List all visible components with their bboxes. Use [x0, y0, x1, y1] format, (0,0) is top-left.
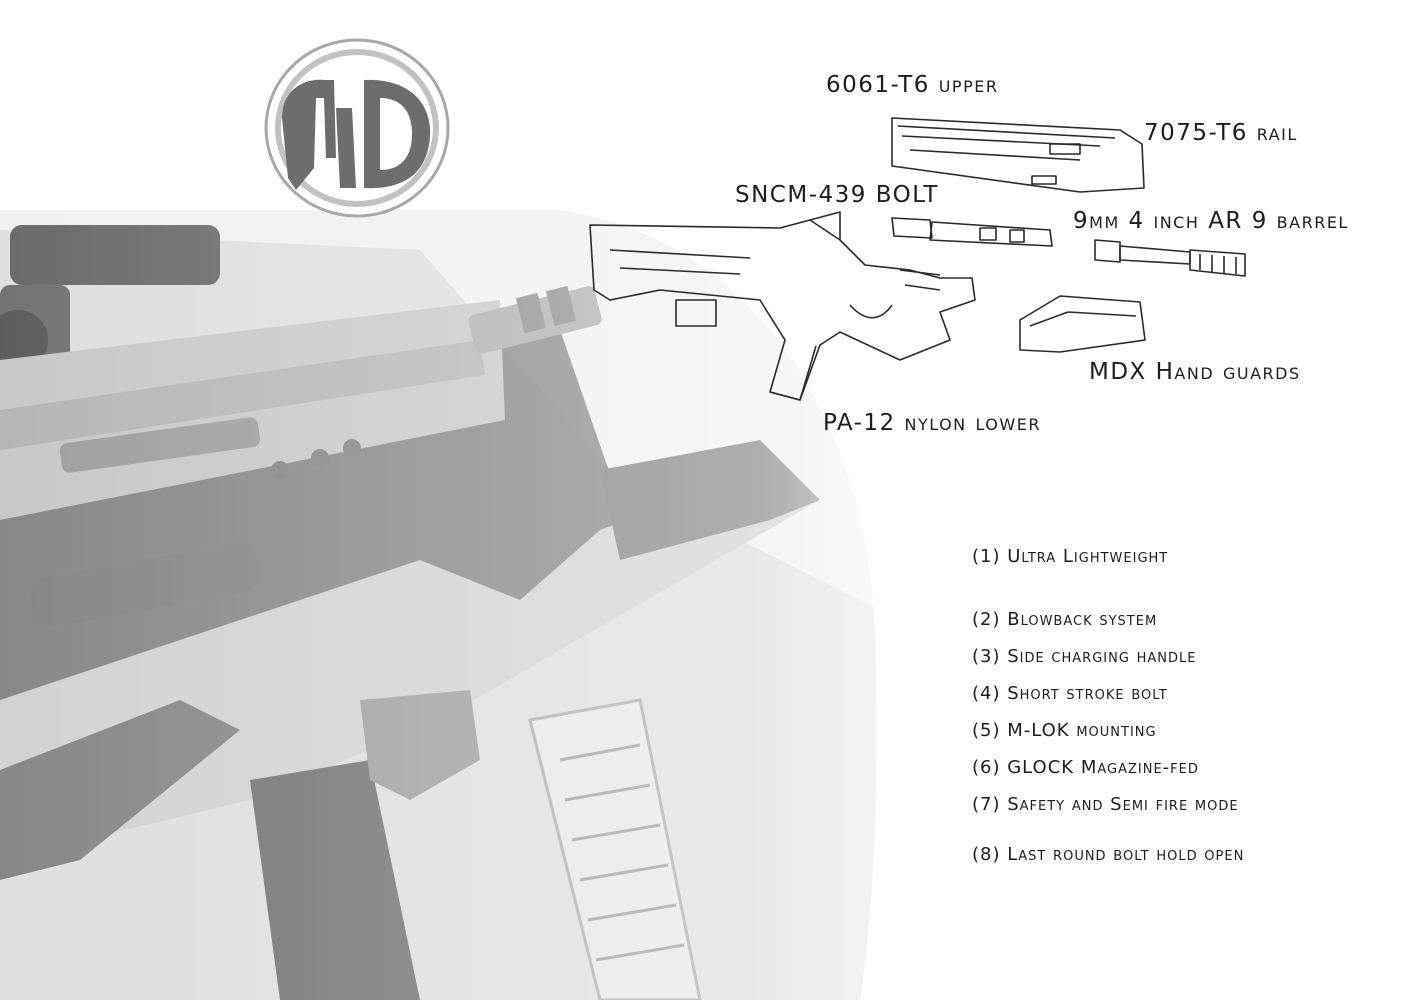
feature-item: (1) Ultra Lightweight	[972, 546, 1169, 567]
label-lower: PA-12 nylon lower	[823, 410, 1041, 436]
feature-item: (4) Short stroke bolt	[972, 683, 1168, 704]
upper-part	[891, 117, 1145, 193]
feature-item: (8) Last round bolt hold open	[972, 844, 1245, 865]
bolt-part	[891, 217, 1053, 247]
barrel-part	[1094, 239, 1246, 277]
lower-part	[589, 211, 976, 401]
feature-item: (7) Safety and Semi fire mode	[972, 794, 1239, 815]
feature-item: (6) GLOCK Magazine-fed	[972, 757, 1199, 778]
label-barrel: 9mm 4 inch AR 9 barrel	[1073, 208, 1349, 234]
feature-item: (3) Side charging handle	[972, 646, 1197, 667]
feature-item: (5) M-LOK mounting	[972, 720, 1157, 741]
handguards-part	[1019, 295, 1146, 353]
label-bolt: SNCM-439 BOLT	[735, 182, 939, 208]
label-rail: 7075-T6 rail	[1144, 120, 1298, 146]
exploded-parts-diagram	[589, 117, 1246, 401]
label-handguards: MDX Hand guards	[1089, 359, 1301, 385]
label-upper: 6061-T6 upper	[826, 72, 999, 98]
feature-item: (2) Blowback system	[972, 609, 1158, 630]
brand-logo	[264, 38, 450, 218]
